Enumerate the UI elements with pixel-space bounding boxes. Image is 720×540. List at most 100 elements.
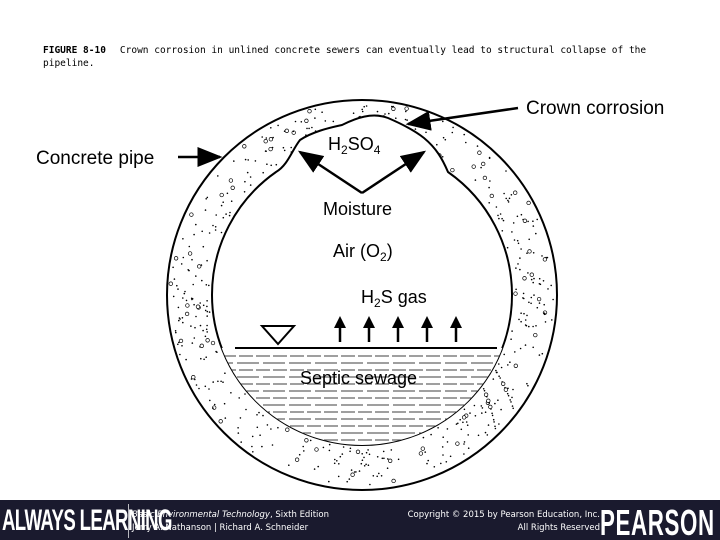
concrete-speckle [191,342,194,344]
concrete-speckle [526,200,531,206]
concrete-speckle [414,128,417,130]
concrete-speckle [206,259,208,262]
concrete-speckle [187,269,189,271]
concrete-speckle [386,467,389,470]
water-level-icon [259,325,297,346]
concrete-speckle [303,450,305,452]
concrete-speckle [380,475,383,477]
concrete-speckle [242,144,247,149]
concrete-speckle [191,375,196,380]
concrete-speckle [217,380,219,383]
concrete-speckle [353,471,356,473]
concrete-speckle [181,317,184,319]
concrete-speckle [509,399,512,401]
concrete-speckle [270,428,272,430]
concrete-speckle [204,385,207,388]
footer-copyright: Copyright © 2015 by Pearson Education, I… [380,509,600,535]
concrete-speckle [175,331,177,334]
concrete-speckle [225,213,227,215]
concrete-speckle [512,407,514,410]
concrete-speckle [334,458,336,461]
concrete-speckle [206,331,208,333]
concrete-speckle [304,118,309,123]
concrete-speckle [193,233,195,236]
book-title: Basic Environmental Technology [132,510,270,520]
concrete-speckle [367,449,369,451]
concrete-speckle [251,445,253,448]
crown-corrosion-label: Crown corrosion [526,98,664,119]
concrete-speckle [203,358,205,361]
concrete-speckle [509,361,511,364]
concrete-speckle [543,303,545,306]
concrete-speckle [372,475,375,477]
concrete-speckle [476,145,479,147]
concrete-speckle [194,378,196,381]
concrete-speckle [262,171,265,174]
concrete-speckle [497,399,499,402]
concrete-speckle [247,159,249,161]
concrete-speckle [208,388,210,390]
concrete-speckle [190,297,193,300]
concrete-speckle [262,414,264,417]
concrete-speckle [536,218,538,221]
concrete-speckle [480,166,482,169]
concrete-speckle [425,131,427,134]
concrete-speckle [469,412,471,414]
concrete-speckle [189,212,194,217]
concrete-speckle [544,321,547,323]
concrete-speckle [208,284,210,287]
footer-divider [128,504,129,538]
concrete-speckle [283,130,286,132]
concrete-speckle [210,340,216,346]
concrete-speckle [349,450,351,453]
concrete-speckle [361,108,364,111]
concrete-speckle [523,297,525,300]
concrete-speckle [222,201,224,203]
concrete-speckle [237,427,239,429]
concrete-speckle [489,193,494,199]
concrete-speckle [191,258,193,261]
gas-arrow-head [392,316,404,328]
concrete-speckle [463,441,466,443]
concrete-speckle [535,232,537,235]
concrete-speckle [482,175,488,181]
concrete-speckle [314,117,316,119]
concrete-speckle [498,375,500,378]
concrete-speckle [198,387,200,390]
concrete-speckle [441,156,444,158]
concrete-speckle [532,220,534,222]
concrete-speckle [528,325,530,328]
gas-arrow-head [450,316,462,328]
concrete-speckle [488,202,491,204]
concrete-speckle [477,434,480,437]
concrete-speckle [187,251,193,256]
concrete-speckle [216,351,218,354]
concrete-speckle [425,122,427,125]
concrete-speckle [471,164,476,169]
concrete-speckle [285,427,290,432]
concrete-speckle [220,231,223,234]
concrete-speckle [365,451,368,454]
concrete-speckle [510,338,512,341]
concrete-speckle [215,214,217,216]
concrete-speckle [346,480,349,483]
concrete-speckle [481,407,484,409]
concrete-speckle [538,354,541,356]
concrete-speckle [528,238,530,241]
concrete-speckle [520,312,522,315]
concrete-speckle [477,150,482,155]
concrete-speckle [507,364,509,366]
concrete-speckle [552,298,554,301]
concrete-speckle [440,462,442,465]
concrete-speckle [230,200,233,202]
concrete-speckle [532,225,535,227]
concrete-speckle [228,178,234,183]
copyright-text: Copyright © 2015 by Pearson Education, I… [407,510,600,520]
concrete-speckle [294,120,297,123]
concrete-speckle [418,451,424,456]
concrete-speckle [513,363,518,368]
concrete-speckle [328,480,330,483]
concrete-speckle [511,405,514,407]
concrete-speckle [442,436,445,439]
concrete-speckle [182,256,185,259]
